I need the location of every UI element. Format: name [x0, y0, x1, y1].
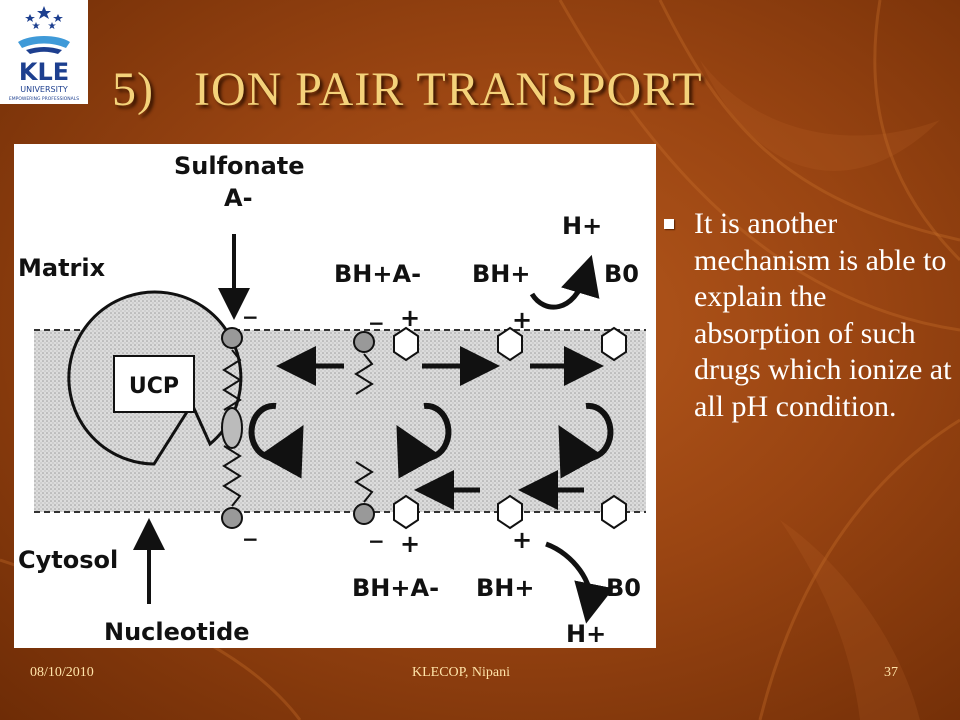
- slide-title-number: 5): [112, 63, 154, 116]
- cytosol-label: Cytosol: [18, 546, 118, 574]
- anion-label: A-: [224, 184, 253, 212]
- anion-head-bottom: [221, 507, 243, 529]
- footer-center: KLECOP, Nipani: [412, 665, 510, 680]
- logo-tagline: EMPOWERING PROFESSIONALS: [9, 96, 79, 102]
- kle-university-logo: KLE UNIVERSITY EMPOWERING PROFESSIONALS: [0, 0, 88, 104]
- footer-page-number: 37: [884, 665, 898, 680]
- charge-plus-bh-top: +: [512, 306, 532, 334]
- charge-minus-ion-bottom: −: [368, 529, 385, 553]
- bullet-text: It is another mechanism is able to expla…: [694, 207, 952, 423]
- footer-date: 08/10/2010: [30, 665, 94, 680]
- logo-subtitle: UNIVERSITY: [20, 85, 68, 94]
- charge-plus-ion-bottom: +: [400, 530, 420, 558]
- chain-junction: [221, 407, 243, 449]
- hexagon-top-1: [393, 326, 419, 362]
- ion-pair-bottom-label: BH+A-: [352, 574, 439, 602]
- hexagon-bottom-3: [601, 494, 627, 530]
- hexagon-bottom-1: [393, 494, 419, 530]
- nucleotide-label: Nucleotide: [104, 618, 250, 646]
- logo-name: KLE: [19, 58, 69, 86]
- charge-minus-ion-top: −: [368, 311, 385, 335]
- anion-head-top: [221, 327, 243, 349]
- charge-plus-bh-bottom: +: [512, 526, 532, 554]
- flip-flop-arrow-3: [558, 402, 614, 479]
- ion-pair-top-label: BH+A-: [334, 260, 421, 288]
- bh-top-label: BH+: [472, 260, 531, 288]
- ion-pair-head-top: [353, 331, 375, 353]
- slide-title: 5) ION PAIR TRANSPORT: [112, 62, 703, 117]
- slide-title-text: ION PAIR TRANSPORT: [193, 63, 703, 116]
- ion-pair-chain-bottom: [354, 461, 374, 503]
- fatty-chain-top: [222, 349, 242, 411]
- h-plus-top-label: H+: [562, 212, 602, 240]
- ion-pair-diagram: UCP Sulfonate A- Matrix Cytosol Nucleoti…: [14, 144, 656, 648]
- diagram-canvas: UCP Sulfonate A- Matrix Cytosol Nucleoti…: [18, 152, 646, 648]
- charge-minus-top: −: [242, 305, 259, 329]
- matrix-label: Matrix: [18, 254, 106, 282]
- flip-flop-arrow-2: [396, 402, 452, 479]
- b0-bottom-label: B0: [606, 574, 641, 602]
- ucp-label: UCP: [129, 374, 179, 399]
- ucp-label-box: [113, 355, 195, 413]
- bullet-square-icon: [664, 219, 674, 229]
- flip-flop-arrow-1: [248, 402, 304, 479]
- proton-release-arrow: [529, 254, 600, 310]
- sulfonate-label: Sulfonate: [174, 152, 305, 180]
- bullet-list: It is another mechanism is able to expla…: [664, 206, 954, 425]
- bh-bottom-label: BH+: [476, 574, 535, 602]
- h-plus-bottom-label: H+: [566, 620, 606, 648]
- charge-minus-bottom: −: [242, 527, 259, 551]
- hexagon-bottom-2: [497, 494, 523, 530]
- fatty-chain-bottom: [222, 445, 242, 507]
- hexagon-top-3: [601, 326, 627, 362]
- ion-pair-chain-top: [354, 353, 374, 395]
- b0-top-label: B0: [604, 260, 639, 288]
- ion-pair-head-bottom: [353, 503, 375, 525]
- charge-plus-ion-top: +: [400, 304, 420, 332]
- proton-uptake-arrow: [545, 541, 614, 624]
- bullet-item: It is another mechanism is able to expla…: [664, 206, 954, 425]
